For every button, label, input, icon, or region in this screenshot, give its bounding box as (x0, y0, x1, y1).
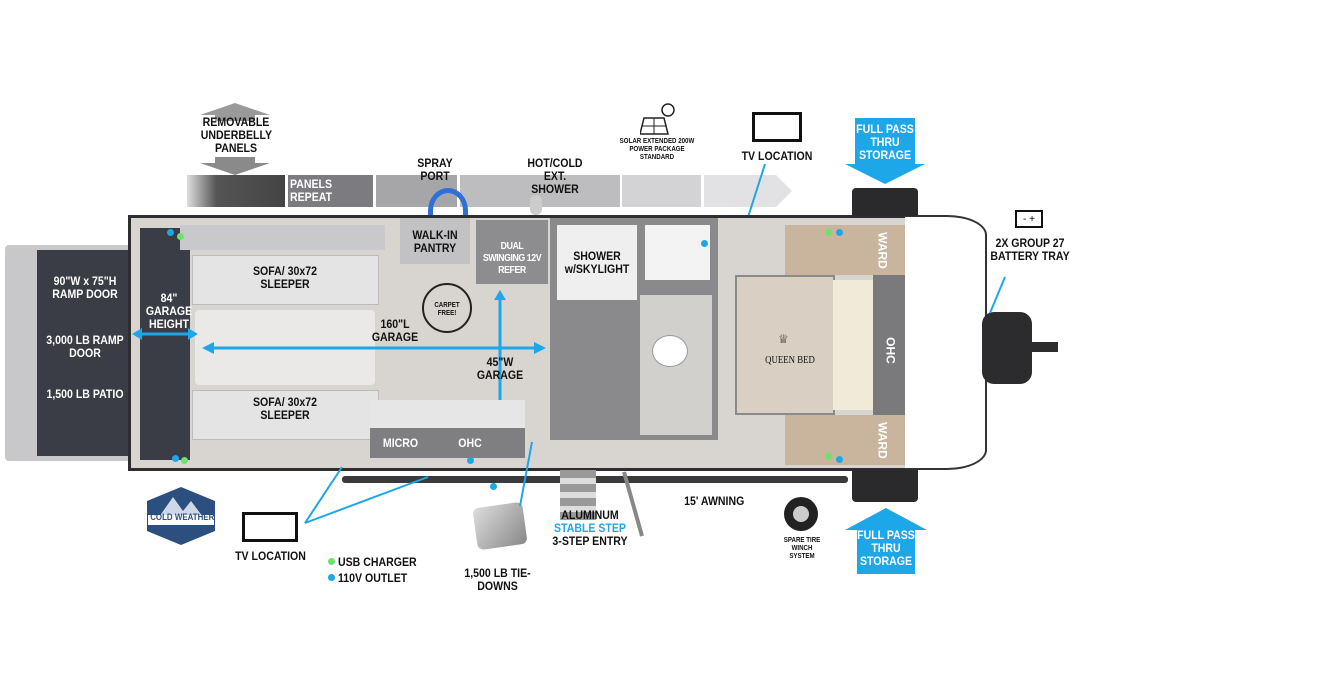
sofa-top-label: SOFA/ 30x72 SLEEPER (253, 264, 317, 291)
storage-label-top: FULL PASS THRU STORAGE (856, 122, 914, 162)
outlet-dot (836, 456, 843, 463)
cold-weather-label: COLD WEATHER (150, 512, 215, 522)
shower-head-icon (530, 195, 542, 215)
garage-height-label: 84" GARAGE HEIGHT (145, 291, 193, 331)
toilet-icon (652, 335, 688, 367)
wardrobe-bottom (785, 415, 907, 465)
sofa-bottom (192, 390, 379, 440)
crown-icon: ♕ (778, 332, 789, 346)
usb-dot (825, 229, 832, 236)
battery-icon: - + (1015, 210, 1043, 228)
garage-dimension-arrows (132, 328, 546, 354)
ward-top-label: WARD (875, 232, 890, 269)
spray-hose-icon (428, 188, 468, 233)
tv-leader-lines (304, 466, 429, 524)
outlet-dot (167, 229, 174, 236)
panels-repeat-label: PANELS REPEAT (290, 177, 333, 204)
tv-location-label-top: TV LOCATION (741, 149, 813, 163)
garage-length-label: 160"L GARAGE (371, 317, 419, 344)
garage-shelf (180, 225, 385, 250)
cold-weather-badge (147, 487, 215, 545)
bathroom-sink (645, 225, 710, 280)
outlet-dot (467, 457, 474, 464)
solar-label: SOLAR EXTENDED 200W POWER PACKAGE STANDA… (619, 138, 695, 161)
outlet-dot (172, 455, 179, 462)
usb-legend-label: USB CHARGER (338, 555, 417, 569)
underbelly-panel (288, 175, 373, 207)
spare-tire-icon (784, 497, 818, 531)
sofa-top (192, 255, 379, 305)
kitchen-counter (370, 400, 525, 428)
ramp-capacity-label: 3,000 LB RAMP DOOR (46, 333, 124, 360)
ward-bottom-label: WARD (875, 422, 890, 459)
ramp-door-panel (37, 250, 129, 456)
storage-arrow-up-icon (845, 508, 927, 574)
usb-dot (177, 233, 184, 240)
storage-box-bottom (852, 470, 918, 502)
tv-location-label-bottom: TV LOCATION (235, 549, 306, 563)
outlet-legend-label: 110V OUTLET (338, 571, 408, 585)
outlet-legend-dot (328, 574, 335, 581)
underbelly-title: REMOVABLE UNDERBELLY PANELS (200, 115, 272, 155)
outlet-dot (836, 229, 843, 236)
hitch-jack (982, 312, 1032, 384)
tv-icon (242, 512, 298, 542)
micro-label: MICRO (382, 436, 419, 450)
step-label-2: STABLE STEP (554, 521, 626, 535)
step-label-1: ALUMINUM (561, 508, 619, 522)
tie-down-leader-line (519, 441, 533, 507)
queen-bed[interactable] (735, 275, 835, 415)
outlet-dot (701, 240, 708, 247)
wardrobe-top (785, 225, 907, 275)
patio-capacity-label: 1,500 LB PATIO (46, 387, 124, 401)
ramp-size-label: 90"W x 75"H RAMP DOOR (52, 274, 118, 301)
refrigerator (476, 220, 548, 284)
hitch-coupler (1030, 342, 1058, 352)
storage-box-top (852, 188, 918, 216)
carpet-free-badge: CARPET FREE! (422, 283, 472, 333)
spare-tire-label: SPARE TIRE WINCH SYSTEM (783, 537, 821, 560)
pantry-label: WALK-IN PANTRY (412, 228, 458, 255)
refer-label: DUAL SWINGING 12V REFER (482, 241, 542, 276)
usb-legend-dot (328, 558, 335, 565)
bed-ohc (873, 275, 907, 415)
battery-leader-line (989, 276, 1006, 314)
storage-label-bottom: FULL PASS THRU STORAGE (857, 528, 915, 568)
up-down-arrows-icon (200, 103, 270, 175)
sofa-bottom-label: SOFA/ 30x72 SLEEPER (253, 395, 317, 422)
tv-icon (752, 112, 802, 142)
storage-arrow-down-icon (845, 118, 925, 184)
bed-label: QUEEN BED (765, 355, 815, 366)
ext-shower-label: HOT/COLD EXT. SHOWER (527, 156, 583, 196)
walk-in-pantry (400, 218, 470, 264)
usb-dot (825, 453, 832, 460)
underbelly-panel-dark (187, 175, 285, 207)
underbelly-panel (622, 175, 701, 207)
awning-label: 15' AWNING (684, 494, 745, 508)
front-cap (905, 215, 987, 470)
solar-panel-icon (640, 103, 675, 135)
entry-steps (560, 470, 596, 520)
usb-dot (181, 457, 188, 464)
bed-ohc-label: OHC (883, 337, 898, 364)
garage-rear-wall (140, 228, 190, 460)
shower (557, 225, 637, 300)
tie-downs-label: 1,500 LB TIE-DOWNS (464, 566, 531, 593)
kitchen-ohc-label: OHC (458, 436, 482, 450)
underbelly-panel-arrow (704, 175, 792, 207)
garage-width-label: 45"W GARAGE (476, 355, 524, 382)
battery-label: 2X GROUP 27 BATTERY TRAY (990, 236, 1070, 263)
kitchen-cabinets (370, 428, 525, 458)
outlet-dot (490, 483, 497, 490)
shower-label: SHOWER w/SKYLIGHT (564, 249, 630, 276)
spray-port-label: SPRAY PORT (417, 156, 453, 183)
step-rail (622, 471, 644, 537)
step-label-3: 3-STEP ENTRY (552, 534, 628, 548)
